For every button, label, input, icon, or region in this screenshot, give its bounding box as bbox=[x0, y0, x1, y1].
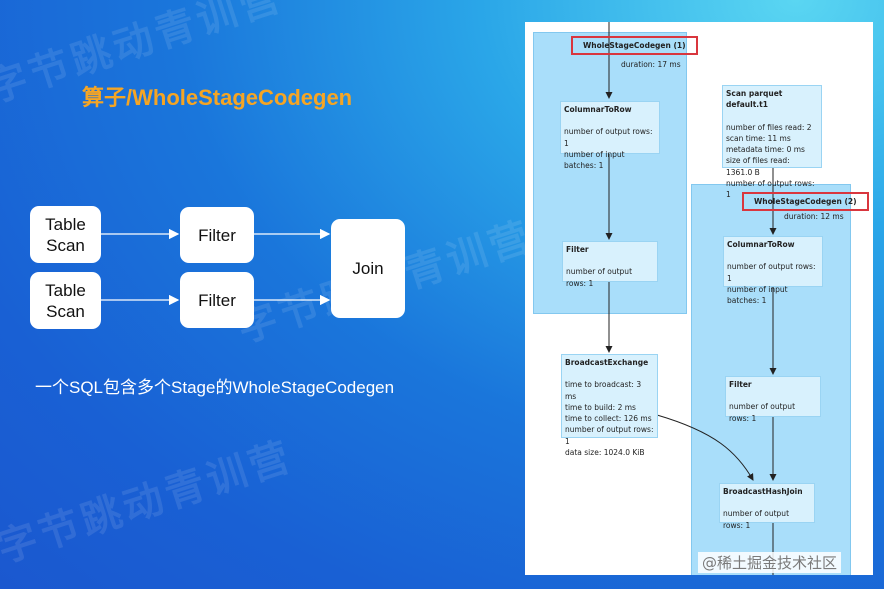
node-metric: number of output rows: 1 bbox=[566, 267, 633, 288]
node-metric: metadata time: 0 ms bbox=[726, 145, 805, 155]
slide-subtitle: 一个SQL包含多个Stage的WholeStageCodegen bbox=[35, 378, 395, 397]
node-metric: number of files read: 2 bbox=[726, 122, 812, 132]
table-scan-node-top: Table Scan bbox=[30, 206, 101, 263]
columnar-to-row-node: ColumnarToRow number of output rows: 1 n… bbox=[560, 101, 660, 170]
stage-1-label: WholeStageCodegen (1) bbox=[571, 36, 698, 55]
columnar-to-row-node: ColumnarToRow number of output rows: 1 n… bbox=[723, 236, 823, 305]
node-metric: time to collect: 126 ms bbox=[565, 414, 652, 424]
node-metric: number of output rows: 1 bbox=[564, 127, 653, 148]
node-metric: number of input batches: 1 bbox=[564, 149, 625, 171]
node-title: Filter bbox=[729, 380, 752, 389]
node-metric: time to broadcast: 3 ms bbox=[565, 380, 642, 401]
stage-2-label: WholeStageCodegen (2) bbox=[742, 192, 869, 211]
filter-node-bottom: Filter bbox=[180, 272, 254, 328]
scan-parquet-node: Scan parquet default.t1 number of files … bbox=[722, 85, 822, 199]
node-title: ColumnarToRow bbox=[727, 240, 795, 249]
node-title: Scan parquet default.t1 bbox=[726, 89, 783, 110]
node-metric: data size: 1024.0 KiB bbox=[565, 448, 645, 458]
filter-node-top: Filter bbox=[180, 207, 254, 263]
stage-2-duration: duration: 12 ms bbox=[784, 212, 844, 221]
node-metric: scan time: 11 ms bbox=[726, 133, 791, 143]
edge bbox=[656, 414, 754, 481]
broadcast-exchange-node: BroadcastExchange time to broadcast: 3 m… bbox=[561, 354, 658, 457]
node-metric: time to build: 2 ms bbox=[565, 402, 636, 412]
node-metric: number of output rows: 1 bbox=[729, 402, 796, 423]
node-title: ColumnarToRow bbox=[564, 105, 632, 114]
filter-node: Filter number of output rows: 1 bbox=[725, 376, 821, 423]
node-title: Filter bbox=[566, 245, 589, 254]
node-title: BroadcastExchange bbox=[565, 358, 649, 367]
node-metric: number of input batches: 1 bbox=[727, 284, 788, 306]
node-title: BroadcastHashJoin bbox=[723, 487, 803, 496]
query-plan-panel: WholeStageCodegen (1) duration: 17 ms Co… bbox=[525, 22, 873, 575]
node-metric: size of files read: 1361.0 B bbox=[726, 156, 790, 177]
node-metric: number of output rows: 1 bbox=[723, 509, 790, 530]
node-metric: number of output rows: 1 bbox=[565, 425, 654, 446]
join-node: Join bbox=[331, 219, 405, 318]
broadcast-hash-join-node: BroadcastHashJoin number of output rows:… bbox=[719, 483, 815, 530]
credit-watermark: @稀土掘金技术社区 bbox=[698, 552, 842, 573]
slide-title: 算子/WholeStageCodegen bbox=[82, 85, 353, 110]
node-metric: number of output rows: 1 bbox=[727, 262, 816, 283]
table-scan-node-bottom: Table Scan bbox=[30, 272, 101, 329]
filter-node: Filter number of output rows: 1 bbox=[562, 241, 658, 288]
node-metric: number of output rows: 1 bbox=[726, 179, 815, 200]
stage-1-duration: duration: 17 ms bbox=[621, 60, 681, 69]
